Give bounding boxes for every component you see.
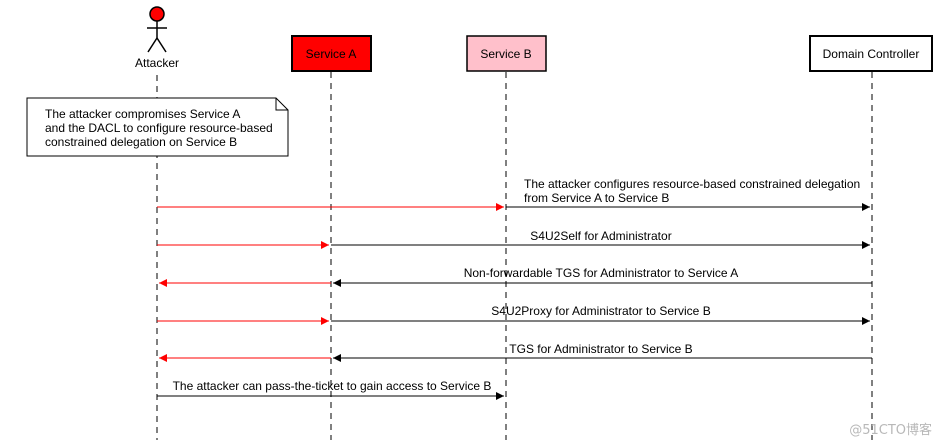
message-1-label-line-1: The attacker configures resource-based c… <box>524 177 860 191</box>
attacker-actor-icon <box>147 6 167 53</box>
message-4-label: S4U2Proxy for Administrator to Service B <box>491 304 710 318</box>
message-1-label-line-2: from Service A to Service B <box>524 191 669 205</box>
note-line-2: and the DACL to configure resource-based <box>45 121 273 135</box>
message-3: Non-forwardable TGS for Administrator to… <box>159 266 872 287</box>
domain-controller-participant: Domain Controller <box>809 35 933 72</box>
message-2-label: S4U2Self for Administrator <box>530 229 671 243</box>
note: The attacker compromises Service A and t… <box>26 97 289 157</box>
service-a-participant: Service A <box>291 35 372 72</box>
message-4: S4U2Proxy for Administrator to Service B <box>157 304 870 325</box>
note-line-1: The attacker compromises Service A <box>45 107 240 121</box>
service-b-participant: Service B <box>466 35 547 72</box>
message-6-label: The attacker can pass-the-ticket to gain… <box>173 379 492 393</box>
message-6: The attacker can pass-the-ticket to gain… <box>157 379 504 400</box>
attacker-label: Attacker <box>135 56 179 70</box>
service-a-label: Service A <box>306 47 357 61</box>
message-2: S4U2Self for Administrator <box>157 229 870 249</box>
message-1: The attacker configures resource-based c… <box>157 177 870 211</box>
watermark-text: @51CTO博客 <box>849 422 932 438</box>
note-line-3: constrained delegation on Service B <box>45 135 237 149</box>
message-5: TGS for Administrator to Service B <box>159 342 872 362</box>
message-3-label: Non-forwardable TGS for Administrator to… <box>464 266 739 280</box>
domain-controller-label: Domain Controller <box>823 47 920 61</box>
message-5-label: TGS for Administrator to Service B <box>509 342 692 356</box>
service-b-label: Service B <box>480 47 531 61</box>
